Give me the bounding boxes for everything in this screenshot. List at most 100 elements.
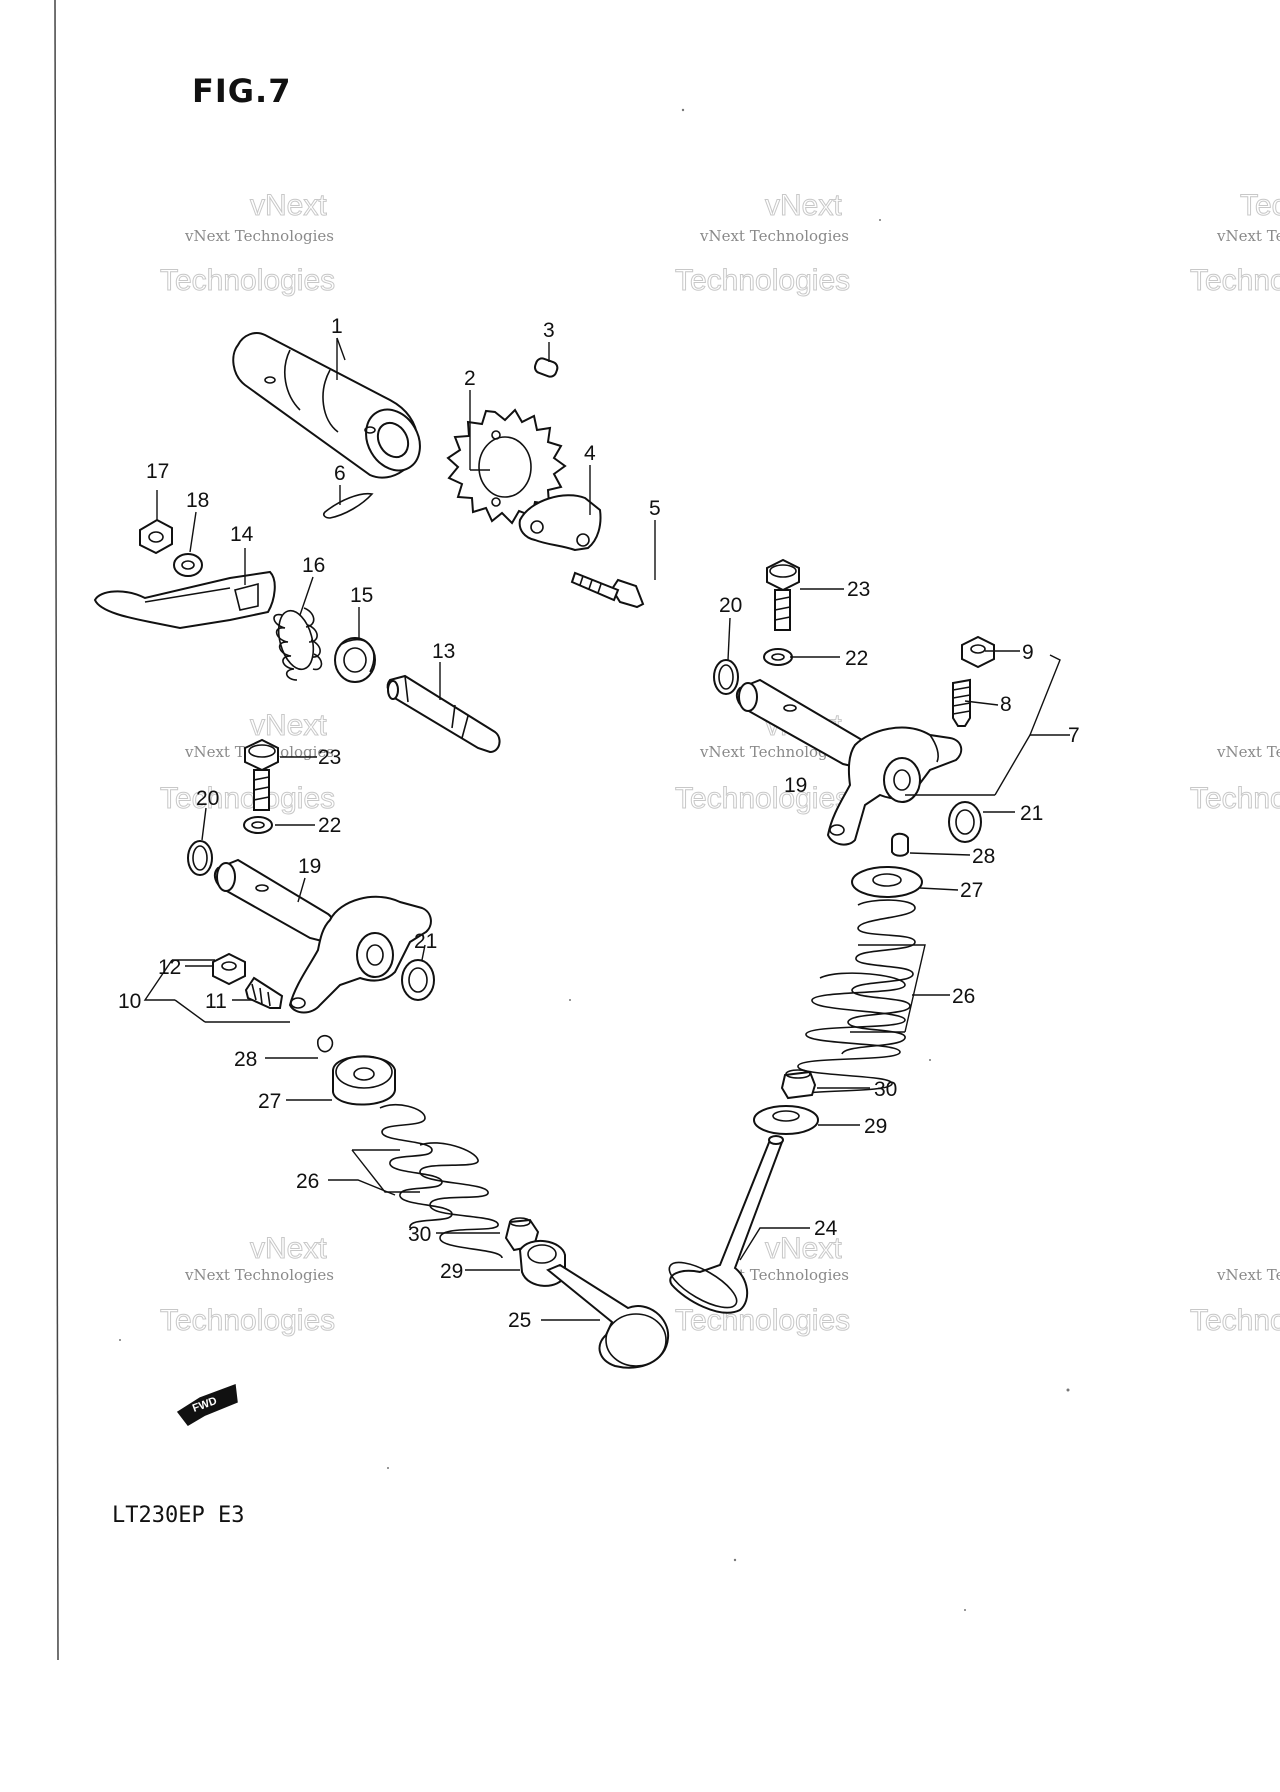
callout-13: 13: [432, 640, 455, 663]
callout-28-left: 28: [234, 1048, 257, 1071]
washer-part-22-right: [763, 648, 793, 666]
fwd-direction-badge: FWD: [176, 1383, 238, 1426]
scan-specks: [119, 108, 1070, 1611]
watermark-block-6: vNext Technologies vNext Technologies: [675, 1232, 851, 1338]
cotter-part-28-right: [891, 832, 909, 857]
watermark-logo-text: vNext: [765, 189, 842, 222]
callout-28-right: 28: [972, 845, 995, 868]
watermark-logo-text: Technologies: [160, 264, 335, 297]
washer-part-21-right: [948, 801, 982, 843]
page-margin-line: [54, 0, 59, 1661]
watermark-block-2: vNext Technologies vNext Technologies: [675, 189, 851, 298]
callout-20-left: 20: [196, 787, 219, 810]
callout-labels: 1 2 3 4 5 6 7 8 9 10 11 12 13 14 15 16 1…: [118, 315, 1080, 1332]
callout-20-right: 20: [719, 594, 742, 617]
callout-21-left: 21: [414, 930, 437, 953]
callout-27-left: 27: [258, 1090, 281, 1113]
callout-24: 24: [814, 1217, 838, 1240]
camshaft-part: [232, 332, 421, 479]
callout-6: 6: [334, 462, 346, 485]
callout-16: 16: [302, 554, 325, 577]
watermark-logo-text: Technologies: [1240, 189, 1280, 222]
callout-5: 5: [649, 497, 661, 520]
watermark-text: vNext Technologies: [184, 227, 334, 245]
callout-9: 9: [1022, 641, 1034, 664]
o-ring-part-20-left: [187, 840, 213, 876]
nut-part-9: [961, 635, 995, 669]
watermark-block-5: vNext Technologies vNext Technologies: [160, 1232, 336, 1338]
callout-23-left: 23: [318, 746, 341, 769]
figure-title: FIG.7: [192, 72, 292, 110]
adjusting-screw-part-11: [244, 976, 284, 1009]
retainer-part-27-right: [851, 866, 923, 898]
cotter-part-28-left: [317, 1034, 334, 1053]
watermark-logo-text: Technologies: [675, 264, 850, 297]
callout-29-right: 29: [864, 1115, 887, 1138]
callout-22-left: 22: [318, 814, 341, 837]
watermark-logo-text: Technologies: [675, 1304, 850, 1337]
callout-26-left: 26: [296, 1170, 319, 1193]
adjusting-screw-part-8: [952, 678, 971, 727]
callout-29-left: 29: [440, 1260, 463, 1283]
callout-19-left: 19: [298, 855, 321, 878]
washer-part-22-left: [243, 816, 273, 834]
watermark-logo-text: vNext: [250, 709, 327, 742]
callout-2: 2: [464, 367, 476, 390]
callout-8: 8: [1000, 693, 1012, 716]
model-code: LT230EP E3: [112, 1503, 245, 1528]
dowel-pin-part: [533, 357, 559, 378]
callout-7: 7: [1068, 724, 1080, 747]
nut-part-12: [212, 952, 246, 986]
washer-part-21-left: [401, 959, 435, 1001]
callout-17: 17: [146, 460, 169, 483]
lock-plate-part: [518, 494, 602, 552]
cam-sprocket-part: [446, 408, 567, 525]
watermark-text: vNext Technologies: [184, 1266, 334, 1284]
leader-lines: [143, 337, 1070, 1321]
rocker-arm-part-7: [826, 726, 963, 846]
washer-part-18: [173, 553, 203, 577]
stem-seal-part-30-right: [780, 1069, 817, 1100]
bolt-part-23-left: [244, 738, 279, 811]
callout-27-right: 27: [960, 879, 983, 902]
callout-11: 11: [205, 990, 227, 1013]
watermark-text: vNext Technologies: [699, 227, 849, 245]
watermark-logo-text: Technologies: [160, 1304, 335, 1337]
o-ring-part-20-right: [713, 659, 739, 695]
watermark-logo-text: vNext: [250, 189, 327, 222]
watermark-logo-text: vNext: [765, 1232, 842, 1265]
watermark-block-1: vNext Technologies vNext Technologies: [160, 189, 336, 298]
callout-26-right: 26: [952, 985, 975, 1008]
watermark-logo-text: vNext: [250, 1232, 327, 1265]
watermark-logo-text: Technologies: [1190, 264, 1280, 297]
callout-15: 15: [350, 584, 373, 607]
nut-part-17: [139, 518, 173, 555]
oil-seal-part: [334, 637, 376, 683]
callout-1: 1: [331, 315, 343, 338]
exhaust-valve-part-24: [668, 1135, 784, 1314]
callout-21-right: 21: [1020, 802, 1043, 825]
bolt-part-23-right: [766, 558, 800, 631]
valve-springs-part-26-left: [379, 1103, 503, 1259]
watermark-text: vNext Technologies: [1216, 227, 1280, 245]
callout-14: 14: [230, 523, 254, 546]
watermark-logo-text: Technologies: [675, 782, 850, 815]
watermark-logo-text: Technologies: [1190, 1304, 1280, 1337]
watermark-logo-text: Technologies: [1190, 782, 1280, 815]
callout-4: 4: [584, 442, 596, 465]
intake-valve-part-25: [546, 1263, 670, 1369]
callout-30-right: 30: [874, 1078, 897, 1101]
bolt-part-5: [570, 571, 645, 609]
valve-springs-part-26-right: [789, 899, 916, 1099]
callout-22-right: 22: [845, 647, 868, 670]
watermark-text: vNext Technologies: [1216, 743, 1280, 761]
watermark-text: vNext Technologies: [1216, 1266, 1280, 1284]
callout-19-right: 19: [784, 774, 807, 797]
watermark-logo-text: Technologies: [160, 782, 335, 815]
decomp-shaft-part: [386, 674, 501, 754]
circlip-part: [323, 492, 374, 519]
decomp-lever-part: [93, 570, 276, 630]
callout-10: 10: [118, 990, 141, 1013]
